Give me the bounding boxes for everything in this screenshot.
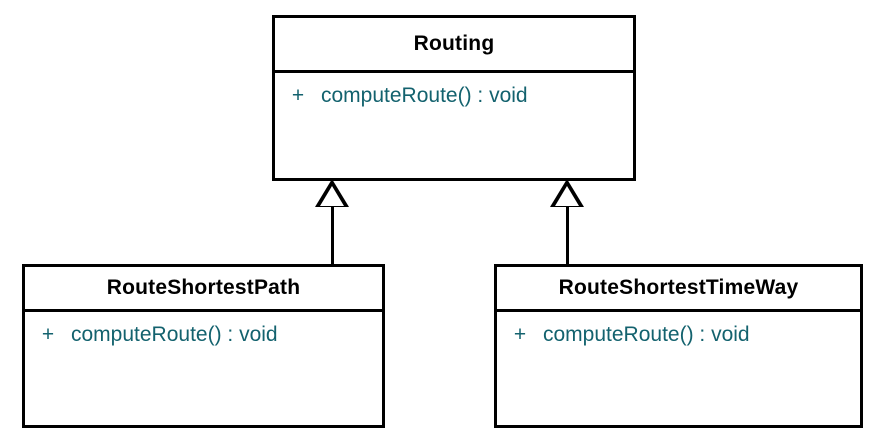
member-row[interactable]: + computeRoute() : void — [275, 84, 633, 108]
class-name-routing: Routing — [413, 32, 495, 55]
class-box-route-shortest-time-way[interactable]: RouteShortestTimeWay + computeRoute() : … — [494, 264, 863, 428]
class-members-route-shortest-time-way: + computeRoute() : void — [497, 312, 860, 425]
class-members-route-shortest-path: + computeRoute() : void — [25, 312, 382, 425]
class-header-route-shortest-path: RouteShortestPath — [25, 267, 382, 312]
member-visibility: + — [291, 84, 305, 107]
member-signature: computeRoute() : void — [543, 323, 750, 346]
generalization-line — [331, 206, 334, 266]
class-members-routing: + computeRoute() : void — [275, 73, 633, 178]
member-row[interactable]: + computeRoute() : void — [497, 323, 860, 347]
class-box-routing[interactable]: Routing + computeRoute() : void — [272, 15, 636, 181]
member-row[interactable]: + computeRoute() : void — [25, 323, 382, 347]
member-visibility: + — [513, 323, 527, 346]
generalization-line — [566, 206, 569, 266]
class-name-route-shortest-time-way: RouteShortestTimeWay — [558, 276, 799, 299]
class-box-route-shortest-path[interactable]: RouteShortestPath + computeRoute() : voi… — [22, 264, 385, 428]
class-name-route-shortest-path: RouteShortestPath — [106, 276, 301, 299]
member-visibility: + — [41, 323, 55, 346]
member-signature: computeRoute() : void — [321, 84, 528, 107]
class-header-route-shortest-time-way: RouteShortestTimeWay — [497, 267, 860, 312]
class-header-routing: Routing — [275, 18, 633, 73]
member-signature: computeRoute() : void — [71, 323, 278, 346]
